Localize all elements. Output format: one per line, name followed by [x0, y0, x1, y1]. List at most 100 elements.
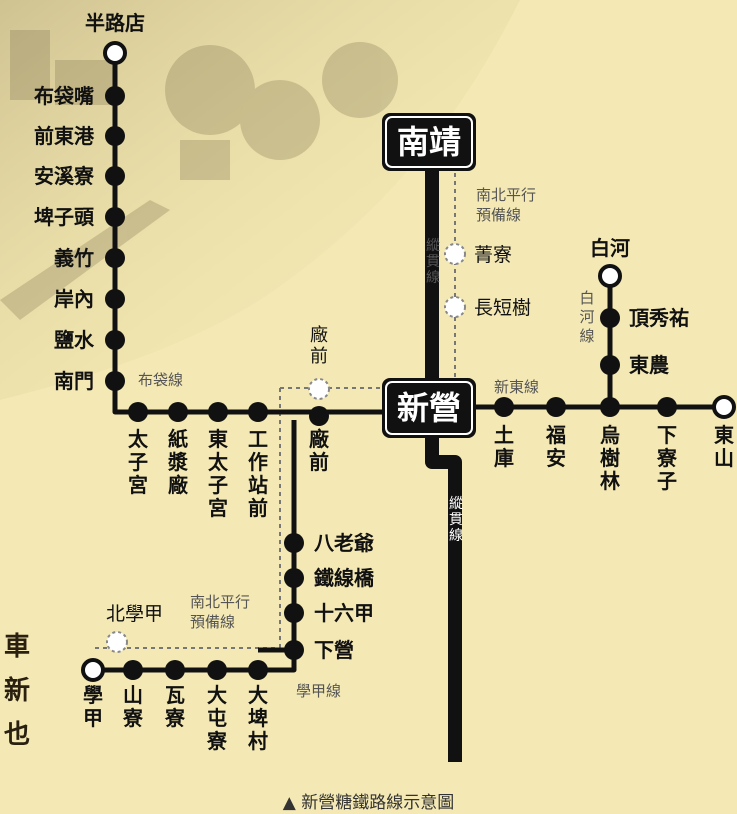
- station-tuku-node: [494, 397, 514, 417]
- station-xuejia-node: [81, 658, 105, 682]
- station-shiliujia-label: 十六甲: [314, 601, 374, 625]
- xindong-line-label: 新東線: [494, 378, 539, 396]
- baihe-line-label: 白: [579, 289, 594, 307]
- station-dapicun-label: 村: [248, 729, 268, 753]
- station-xuejia-label: 甲: [83, 706, 103, 730]
- station-dongnong-node: [600, 355, 620, 375]
- baihe-line-label: 線: [579, 327, 594, 345]
- station-banlu-label: 半路店: [85, 11, 145, 35]
- station-changqian-label: 前: [309, 450, 329, 474]
- station-fuan-label: 福: [545, 423, 566, 447]
- station-beixuejia-node: [106, 631, 128, 653]
- station-nanmen-node: [105, 371, 125, 391]
- station-zhijiangchang-label: 紙: [168, 427, 188, 451]
- station-xuejia-label: 學: [83, 683, 103, 707]
- station-waliao-node: [165, 660, 185, 680]
- station-anxiliao-node: [105, 166, 125, 186]
- station-pizitou-node: [105, 207, 125, 227]
- budai-line-label: 布袋線: [138, 371, 183, 389]
- station-dapicun-node: [248, 660, 268, 680]
- station-wushulin-label: 烏: [600, 423, 620, 447]
- station-gongzuozhanqian-label: 工: [248, 427, 268, 451]
- station-gongzuozhanqian-label: 前: [248, 496, 268, 520]
- station-changduanshu-node: [444, 296, 466, 318]
- station-taizigong-label: 子: [128, 450, 148, 474]
- station-dongtaizigong-label: 東: [208, 427, 228, 451]
- station-yanshui-node: [105, 330, 125, 350]
- side-char: 也: [4, 720, 31, 750]
- station-dongnong-label: 東農: [629, 353, 669, 377]
- side-char: 車: [4, 632, 31, 662]
- station-waliao-label: 瓦: [165, 683, 185, 707]
- station-taizigong-node: [128, 402, 148, 422]
- station-dongtaizigong-label: 宮: [208, 496, 228, 520]
- station-qiandonggang-node: [105, 126, 125, 146]
- station-budaizui-node: [105, 86, 125, 106]
- station-waliao-label: 寮: [164, 706, 186, 730]
- station-dongshan-node: [712, 395, 736, 419]
- station-wushulin-node: [600, 397, 620, 417]
- station-beixuejia-label: 北學甲: [106, 603, 163, 625]
- station-gongzuozhanqian-label: 作: [248, 450, 268, 474]
- station-shanzhai-label: 寮: [122, 706, 144, 730]
- zongguan-lower-label: 線: [449, 528, 463, 544]
- station-datunliao-node: [207, 660, 227, 680]
- station-xialiaozi-label: 子: [657, 469, 677, 493]
- hub-nanjing: 南靖: [382, 113, 476, 171]
- station-xialiaozi-label: 寮: [656, 446, 678, 470]
- station-changqian-node: [309, 406, 329, 426]
- station-dapicun-label: 埤: [248, 706, 268, 730]
- station-dingxiuhu-node: [600, 308, 620, 328]
- zongguan-upper-label: 貫: [426, 254, 440, 270]
- station-shanzhai-node: [123, 660, 143, 680]
- station-gongzuozhanqian-label: 站: [248, 473, 268, 497]
- hub-xinying: 新營: [382, 378, 476, 438]
- station-yanshui-label: 鹽水: [54, 328, 95, 352]
- station-shanzhai-label: 山: [123, 683, 143, 707]
- reserve-line-changqian: [279, 387, 400, 650]
- station-jingliao-node: [444, 243, 466, 265]
- station-zhijiangchang-label: 漿: [167, 450, 189, 474]
- station-wushulin-label: 樹: [600, 446, 620, 470]
- station-annei-node: [105, 289, 125, 309]
- station-datunliao-label: 大: [207, 683, 227, 707]
- station-changqian-reserve-label: 廠: [310, 324, 328, 346]
- station-baihe-node: [598, 264, 622, 288]
- station-taizigong-label: 宮: [128, 473, 148, 497]
- nanbei-reserve-upper-label-2: 預備線: [476, 206, 521, 224]
- station-tiexianqiao-node: [284, 568, 304, 588]
- station-wushulin-label: 林: [600, 469, 620, 493]
- station-jingliao-label: 菁寮: [474, 244, 512, 266]
- station-changqian-reserve-label: 前: [310, 346, 328, 367]
- station-zhijiangchang-node: [168, 402, 188, 422]
- station-yizhu-node: [105, 248, 125, 268]
- nanbei-reserve-lower-label-2: 預備線: [190, 613, 235, 631]
- station-balaoye-label: 八老爺: [314, 531, 375, 555]
- station-tuku-label: 庫: [494, 446, 514, 470]
- station-xiaying-node: [284, 640, 304, 660]
- zongguan-line: [425, 160, 462, 762]
- station-taizigong-label: 太: [128, 427, 149, 451]
- station-shiliujia-node: [284, 603, 304, 623]
- zongguan-upper-label: 線: [426, 270, 440, 286]
- budai-line: [112, 55, 430, 415]
- station-fuan-label: 安: [546, 446, 566, 470]
- station-yizhu-label: 義竹: [54, 246, 94, 270]
- station-dongtaizigong-label: 子: [208, 473, 228, 497]
- station-anxiliao-label: 安溪寮: [34, 164, 95, 188]
- station-banlu-node: [103, 41, 127, 65]
- station-datunliao-label: 寮: [206, 729, 228, 753]
- station-baihe-label: 白河: [590, 236, 630, 260]
- station-zhijiangchang-label: 廠: [168, 473, 189, 497]
- station-xialiaozi-label: 下: [657, 423, 677, 447]
- station-dingxiuhu-label: 頂秀祐: [629, 306, 689, 330]
- xuejia-line-label: 學甲線: [296, 682, 341, 700]
- station-dongshan-label: 東: [714, 423, 734, 447]
- map-caption: ▲ 新營糖鐵路線示意圖: [282, 793, 455, 813]
- hub-xinying-label: 新營: [397, 389, 461, 427]
- station-changqian-reserve-node: [308, 378, 330, 400]
- zongguan-lower-label: 貫: [449, 512, 463, 528]
- station-tuku-label: 土: [494, 423, 514, 447]
- station-gongzuozhanqian-node: [248, 402, 268, 422]
